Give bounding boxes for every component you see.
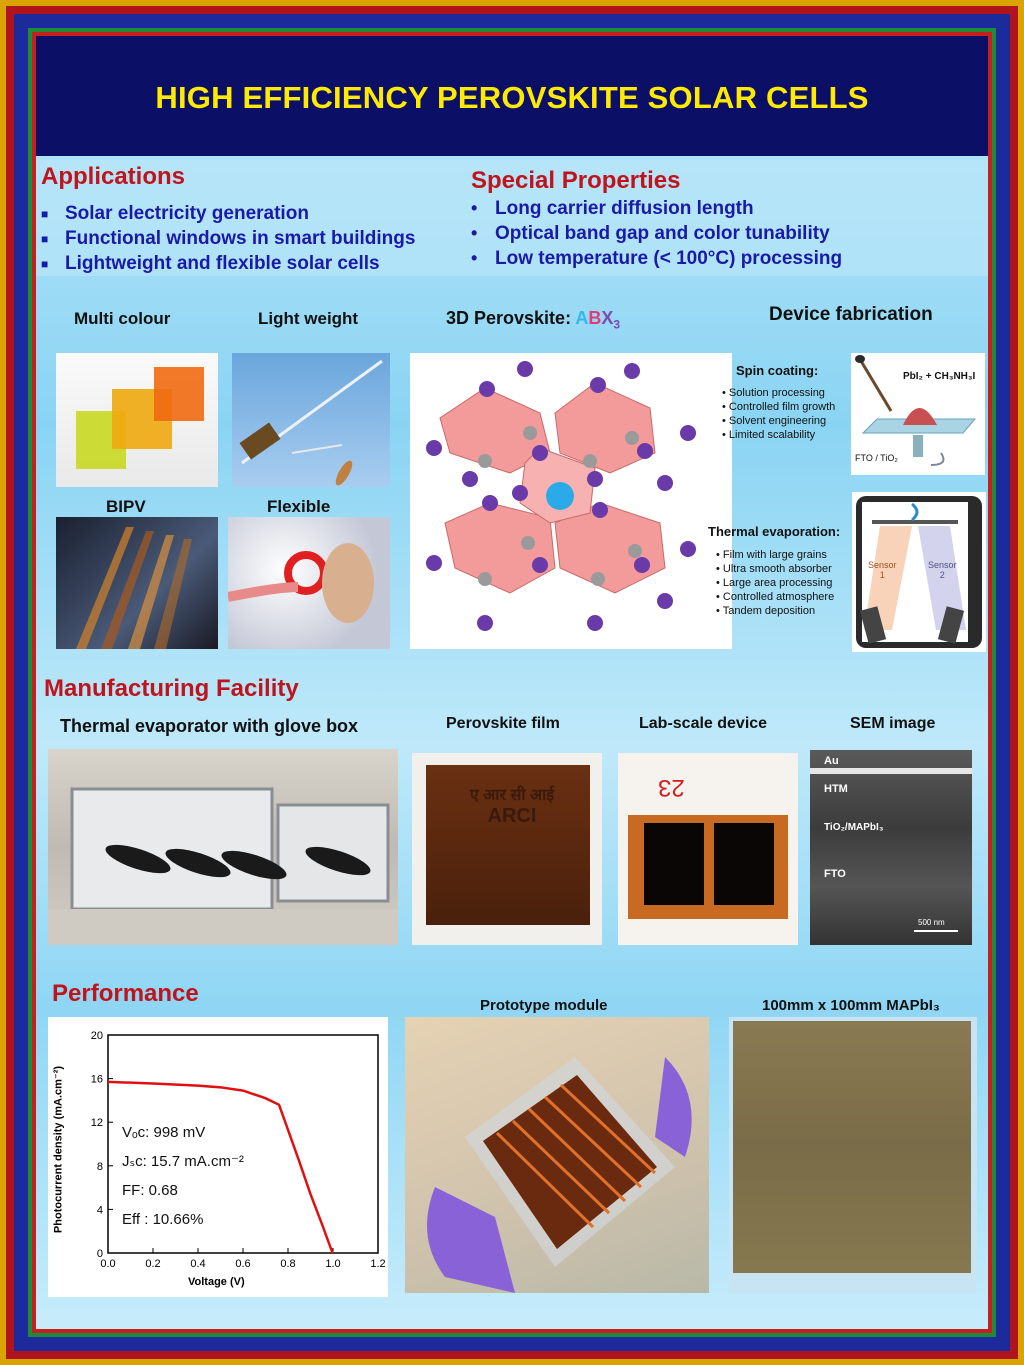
x-tick-label: 0.6 [235, 1258, 250, 1270]
annotation-voc: Vₒc: 998 mV [122, 1124, 206, 1141]
annotation-jsc: Jₛc: 15.7 mA.cm⁻² [122, 1153, 244, 1170]
poster-title: HIGH EFFICIENCY PEROVSKITE SOLAR CELLS [155, 80, 869, 115]
list-item: Large area processing [716, 577, 834, 591]
flexible-label: Flexible [267, 497, 331, 516]
list-item: Solvent engineering [722, 415, 835, 429]
film-text-hindi: ए आर सी आई [469, 787, 555, 804]
thermal-evaporation-heading: Thermal evaporation: [708, 524, 841, 539]
y-tick-label: 4 [97, 1204, 103, 1216]
x-tick-label: 0.4 [190, 1258, 205, 1270]
x-tick-label: 1.0 [325, 1258, 340, 1270]
glove-box-caption: Thermal evaporator with glove box [60, 716, 359, 736]
spin-coating-diagram: PbI₂ + CH₃NH₃I FTO / TiO₂ [851, 353, 985, 475]
sem-layer-htm: HTM [824, 783, 848, 795]
list-item: Ultra smooth absorber [716, 563, 834, 577]
prototype-caption: Prototype module [480, 997, 608, 1014]
prototype-module-photo [405, 1017, 709, 1293]
x-tick-label: 0.2 [145, 1258, 160, 1270]
x-tick-label: 1.2 [370, 1258, 385, 1270]
perovskite-structure-diagram [410, 353, 732, 649]
list-item: Controlled film growth [722, 401, 835, 415]
perovskite-label: 3D Perovskite: ABX3 [446, 308, 621, 332]
list-item: Film with large grains [716, 549, 834, 563]
annotation-eff: Eff : 10.66% [122, 1211, 204, 1228]
y-tick-label: 8 [97, 1161, 103, 1173]
jv-chart-svg: 0.0 0.2 0.4 0.6 0.8 1.0 1.2 0 4 8 12 16 20 [91, 1030, 386, 1270]
sem-scale-label: 500 nm [918, 918, 945, 927]
device-fabrication-heading: Device fabrication [769, 304, 933, 325]
poster-panel: HIGH EFFICIENCY PEROVSKITE SOLAR CELLS A… [36, 36, 988, 1329]
film-text-arci: ARCI [487, 805, 537, 827]
applications-box [36, 160, 466, 276]
large-film-caption: 100mm x 100mm MAPbI₃ [762, 997, 940, 1014]
film-caption: Perovskite film [446, 715, 560, 732]
properties-box [466, 160, 988, 276]
y-tick-label: 0 [97, 1248, 103, 1260]
x-axis-label: Voltage (V) [188, 1276, 245, 1288]
sem-layer-fto: FTO [824, 868, 846, 880]
light-weight-label: Light weight [258, 309, 359, 328]
properties-heading: Special Properties [471, 167, 681, 194]
x-tick-label: 0.0 [100, 1258, 115, 1270]
applications-heading: Applications [41, 163, 186, 190]
poster-header: HIGH EFFICIENCY PEROVSKITE SOLAR CELLS [36, 36, 988, 156]
device-number: 23 [658, 774, 685, 801]
multi-colour-photo [56, 353, 218, 487]
thermal-evaporation-list: Film with large grains Ultra smooth abso… [716, 549, 835, 619]
jv-curve [107, 1080, 334, 1254]
large-film-photo [729, 1017, 977, 1293]
performance-heading: Performance [52, 980, 199, 1007]
sem-scale-bar [914, 930, 958, 932]
list-item: ■Functional windows in smart buildings [41, 227, 416, 249]
glove-box-photo [48, 749, 398, 945]
jv-chart: 0.0 0.2 0.4 0.6 0.8 1.0 1.2 0 4 8 12 16 20 Photocurr… [48, 1017, 388, 1297]
device-caption: Lab-scale device [639, 715, 768, 732]
list-item: Controlled atmosphere [716, 591, 834, 605]
applications-list: ■Solar electricity generation ■Functiona… [41, 201, 415, 276]
y-tick-label: 16 [91, 1074, 103, 1086]
list-item: •Low temperature (< 100°C) processing [471, 247, 843, 269]
sem-layer-au: Au [824, 755, 839, 767]
bipv-label: BIPV [106, 497, 146, 516]
list-item: Tandem deposition [716, 605, 834, 619]
sem-layer-tio2: TiO₂/MAPbI₃ [824, 822, 884, 833]
chart-annotations: Vₒc: 998 mV Jₛc: 15.7 mA.cm⁻² FF: 0.68 E… [122, 1118, 244, 1234]
substrate-label: FTO / TiO₂ [855, 453, 898, 463]
sem-caption: SEM image [850, 715, 936, 732]
list-item: •Long carrier diffusion length [471, 197, 754, 219]
x-tick-label: 0.8 [280, 1258, 295, 1270]
flexible-photo [228, 517, 390, 649]
list-item: Solution processing [722, 387, 835, 401]
lab-device-photo: 23 [618, 753, 798, 945]
properties-list: •Long carrier diffusion length •Optical … [471, 196, 842, 271]
sem-image: Au HTM TiO₂/MAPbI₃ FTO 500 nm [810, 750, 972, 945]
list-item: Limited scalability [722, 429, 835, 443]
spin-coating-list: Solution processing Controlled film grow… [722, 387, 835, 443]
multi-colour-label: Multi colour [74, 309, 171, 328]
list-item: ■Lightweight and flexible solar cells [41, 252, 380, 274]
bipv-photo [56, 517, 218, 649]
precursor-label: PbI₂ + CH₃NH₃I [903, 371, 976, 382]
y-axis-label: Photocurrent density (mA.cm⁻²) [52, 1065, 65, 1234]
manufacturing-heading: Manufacturing Facility [44, 675, 299, 702]
annotation-ff: FF: 0.68 [122, 1182, 178, 1199]
light-weight-photo [232, 353, 390, 487]
spin-coating-heading: Spin coating: [736, 363, 819, 378]
y-tick-label: 12 [91, 1117, 103, 1129]
list-item: ■Solar electricity generation [41, 202, 309, 224]
y-tick-label: 20 [91, 1030, 103, 1042]
list-item: •Optical band gap and color tunability [471, 222, 830, 244]
perovskite-film-photo: ए आर सी आई ARCI [412, 753, 602, 945]
